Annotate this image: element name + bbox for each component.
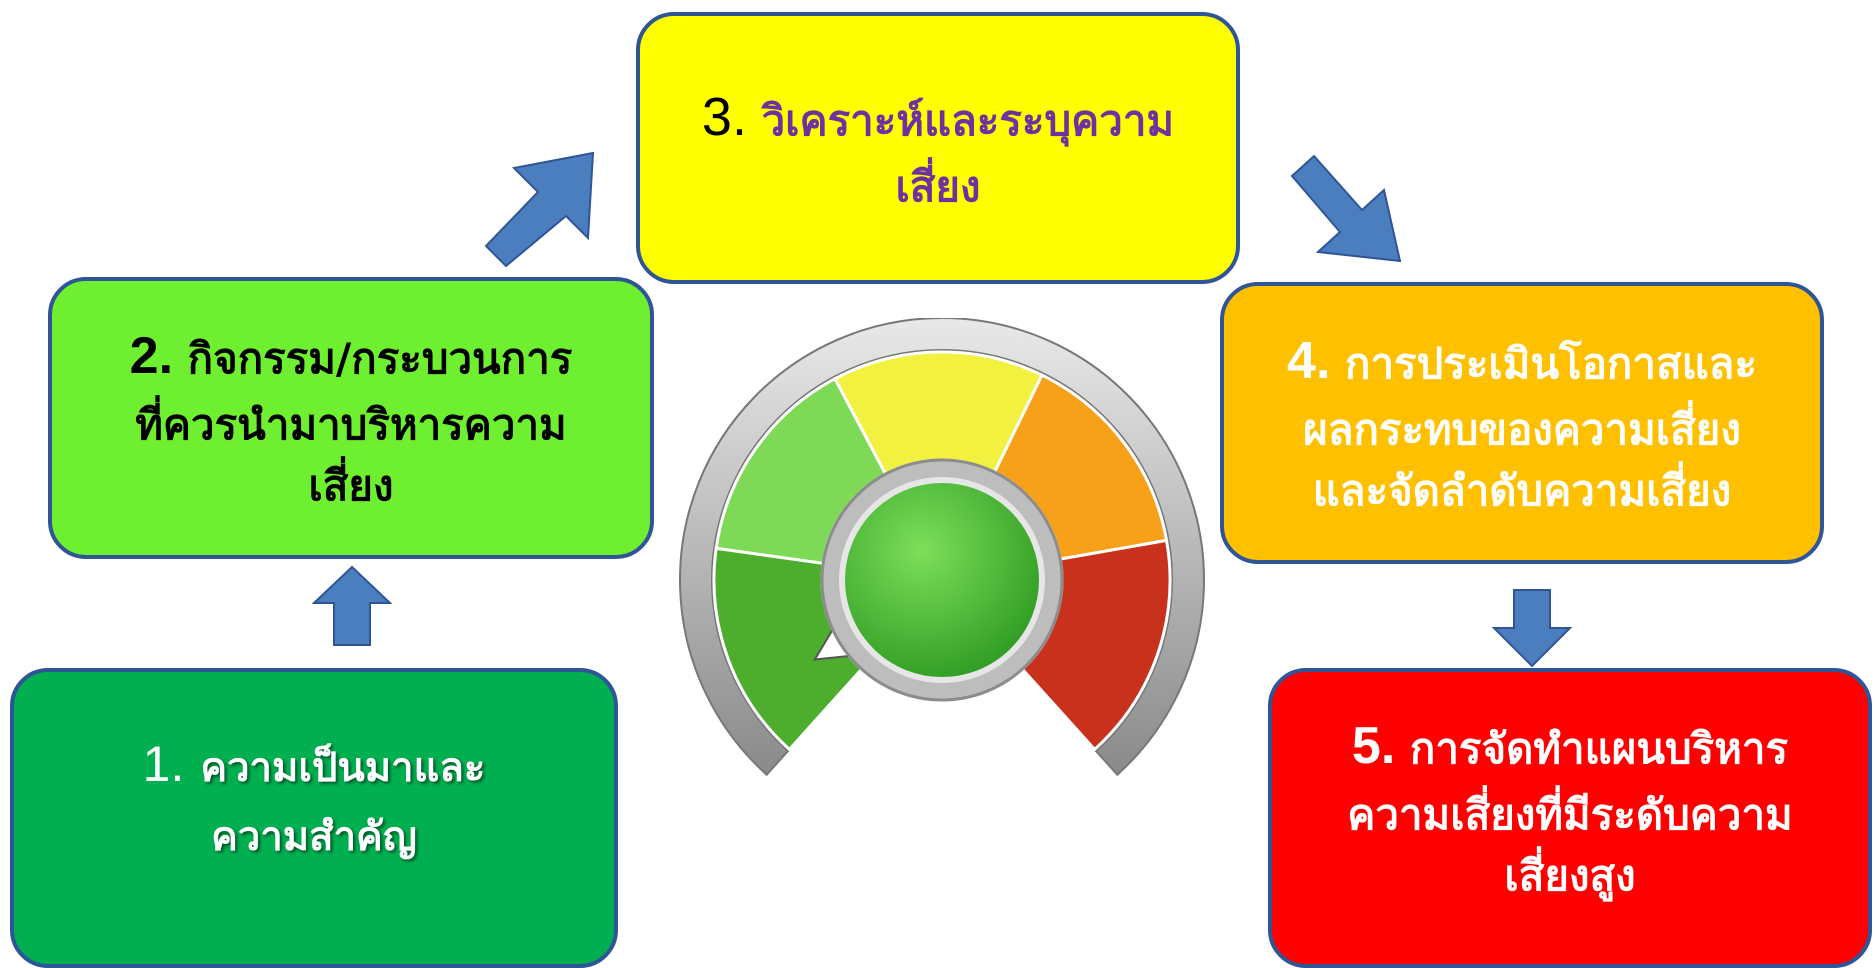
step-text-line: เสี่ยงสูง xyxy=(1504,850,1636,900)
step-1-box: 1. ความเป็นมาและ ความสำคัญ xyxy=(10,668,618,968)
arrow-down-icon xyxy=(1491,589,1573,668)
step-number: 2. xyxy=(129,327,174,386)
step-number: 1. xyxy=(142,736,185,793)
step-5-box: 5. การจัดทำแผนบริหาร ความเสี่ยงที่มีระดั… xyxy=(1268,668,1872,968)
step-text-line: การประเมินโอกาสและ xyxy=(1345,339,1757,389)
step-text-line: ผลกระทบของความเสี่ยง xyxy=(1303,404,1741,454)
step-text-line: เสี่ยง xyxy=(895,161,981,211)
step-number: 5. xyxy=(1351,717,1396,776)
step-text-line: และจัดลำดับความเสี่ยง xyxy=(1312,465,1732,515)
step-text-line: ที่ควรนำมาบริหารความ xyxy=(135,399,567,449)
step-text-line: ความสำคัญ xyxy=(211,813,417,860)
arrow-down-right-icon xyxy=(1290,154,1402,263)
step-text-line: เสี่ยง xyxy=(308,460,394,510)
step-text-line: ความเป็นมาและ xyxy=(200,745,486,792)
step-text-line: การจัดทำแผนบริหาร xyxy=(1409,724,1789,774)
arrow-up-icon xyxy=(311,565,393,646)
step-number: 3. xyxy=(701,87,747,148)
step-2-box: 2. กิจกรรม/กระบวนการ ที่ควรนำมาบริหารควา… xyxy=(48,277,654,559)
step-number: 4. xyxy=(1287,332,1331,391)
step-text-line: วิเคราะห์และระบุความ xyxy=(761,96,1175,146)
gauge-rim xyxy=(679,318,1205,777)
step-3-box: 3. วิเคราะห์และระบุความ เสี่ยง xyxy=(636,12,1240,284)
arrow-up-right-icon xyxy=(484,151,595,268)
step-text-line: กิจกรรม/กระบวนการ xyxy=(187,334,573,384)
gauge-center-dial xyxy=(839,477,1045,683)
step-text-line: ความเสี่ยงที่มีระดับความ xyxy=(1347,789,1793,839)
step-4-box: 4. การประเมินโอกาสและ ผลกระทบของความเสี่… xyxy=(1220,282,1824,564)
risk-gauge-icon xyxy=(679,318,1205,777)
